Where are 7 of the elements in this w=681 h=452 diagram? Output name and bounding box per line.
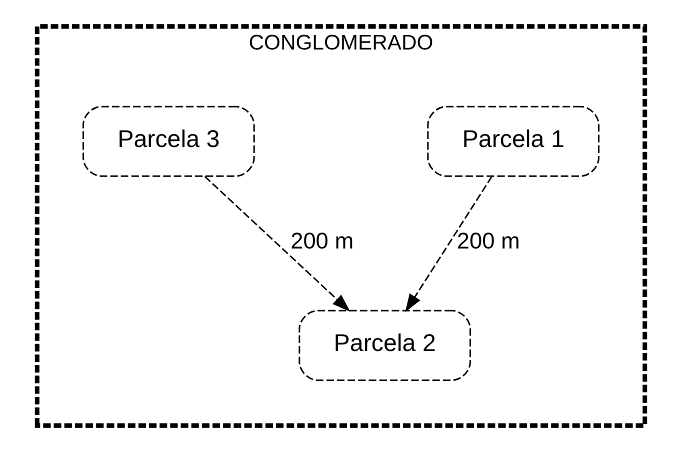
node-box: Parcela 1 (426, 106, 599, 177)
edge-label: 200 m (456, 228, 520, 254)
node-box: Parcela 3 (82, 106, 254, 177)
arrow (204, 176, 350, 312)
edge-label: 200 m (290, 228, 354, 254)
arrow (404, 176, 492, 312)
node-box: Parcela 2 (298, 310, 470, 381)
